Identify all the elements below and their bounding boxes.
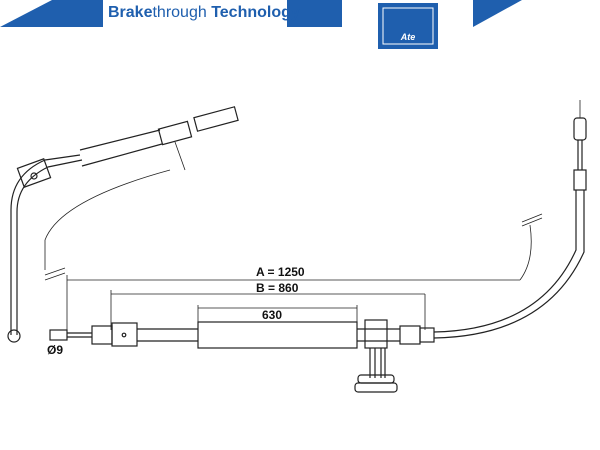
right-banner-triangle: [473, 0, 522, 27]
dimension-b-label: B = 860: [256, 281, 299, 295]
adjuster-block: [111, 322, 138, 347]
left-bracket-hole: [30, 172, 38, 180]
adjuster-hole: [121, 332, 127, 338]
right-cable-outer: [433, 190, 577, 333]
left-hook-eye: [7, 329, 21, 343]
dimension-630-label: 630: [262, 308, 283, 322]
left-cable-outer: [10, 154, 81, 335]
dimension-b-line: [110, 290, 426, 330]
right-cable-inner: [433, 190, 585, 339]
right-end-clevis: [573, 117, 587, 141]
brand-word-through: through: [152, 4, 207, 21]
inner-wire: [67, 332, 92, 338]
left-end-clip: [193, 106, 239, 132]
brand-word-technology: Technology: [206, 4, 300, 21]
brand-word-brake: Brake: [108, 4, 153, 21]
mounting-clamp: [364, 319, 388, 349]
right-end-fitting: [573, 169, 587, 191]
left-leader-line: [44, 141, 186, 270]
left-banner-shape: [0, 0, 103, 27]
protective-sleeve: [197, 321, 358, 349]
brand-slogan: Brakethrough Technology: [108, 4, 300, 22]
dimension-630-line: [197, 305, 358, 322]
right-end-wire: [577, 140, 583, 170]
clamp-knob-base: [354, 382, 398, 393]
clamp-knob-top: [357, 374, 395, 384]
right-ferrule: [399, 325, 421, 345]
left-break-mark: [44, 267, 66, 281]
left-cable-sheath: [79, 129, 163, 167]
diameter-label: Ø9: [47, 343, 64, 357]
left-bracket: [16, 158, 52, 188]
ate-logo-frame: [382, 7, 434, 45]
left-cable-inner: [16, 159, 83, 335]
cable-sheath-right: [357, 328, 400, 342]
clamp-stem: [369, 348, 386, 378]
left-end-fitting: [157, 120, 193, 146]
dimension-a-label: A = 1250: [256, 265, 305, 279]
ate-logo-box: [378, 3, 438, 49]
cable-sheath: [137, 328, 198, 342]
ate-logo-text: Ate: [400, 32, 416, 42]
right-break-mark: [519, 213, 543, 281]
cable-drawing: [7, 100, 587, 393]
dimension-a-line: [66, 275, 520, 335]
header-banner: [0, 0, 522, 49]
right-banner-block: [287, 0, 342, 27]
ferrule: [91, 325, 113, 345]
left-end-nipple: [49, 329, 68, 341]
right-sleeve-end: [419, 327, 435, 343]
